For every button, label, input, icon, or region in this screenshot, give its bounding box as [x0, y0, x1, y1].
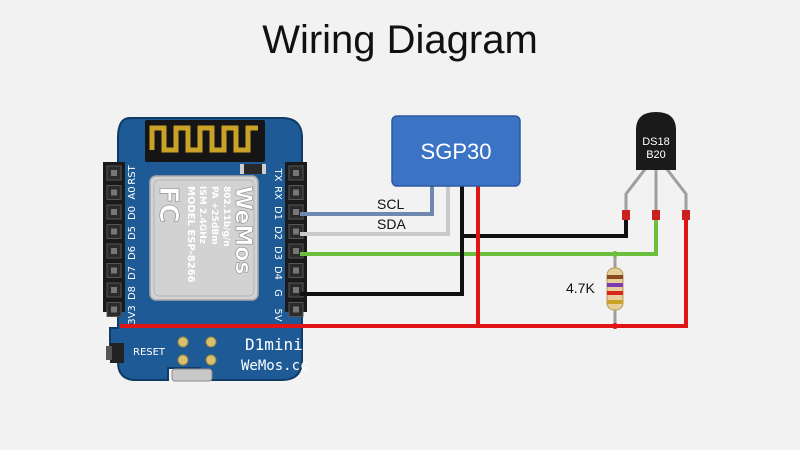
spec-line-1: ISM 2.4GHz [197, 186, 207, 244]
pin-label-d2: D2 [272, 226, 283, 240]
left-pin-labels: RST A0 D0 D5 D6 D7 D8 3V3 [127, 164, 138, 324]
board-name: D1mini [245, 335, 303, 354]
wire-power-rail [120, 218, 688, 328]
sgp30-body [391, 115, 521, 187]
spec-line-2: PA +25dBm [209, 186, 219, 245]
resistor-band-4 [607, 300, 623, 304]
ds-leg-tip [622, 210, 630, 220]
page-title: Wiring Diagram [262, 18, 538, 62]
ds-label-line-2: B20 [646, 149, 666, 161]
antenna-trace [149, 125, 258, 153]
ds-leg-tip [682, 210, 690, 220]
wire-scl [300, 186, 434, 216]
left-header-pin-hole [111, 209, 117, 215]
smd-component [244, 164, 262, 174]
spec-line-3: 802.11b/g/n [221, 186, 231, 247]
left-header [103, 162, 125, 317]
resistor [606, 267, 624, 311]
shield-inner-border [153, 179, 255, 297]
left-header-pin-hole [111, 170, 117, 176]
pin-label-d5: D5 [127, 226, 138, 240]
pin-label-d8: D8 [127, 286, 138, 300]
resistor-band-3 [607, 291, 623, 295]
reset-button [106, 343, 124, 363]
pin-label-tx: TX [272, 168, 283, 182]
wire-sda [300, 186, 450, 236]
pin-label-g: G [272, 289, 283, 297]
ds-leg-right [664, 167, 688, 212]
right-header-pin-hole [293, 267, 299, 274]
junction-power [612, 323, 618, 329]
model-line: MODEL ESP-8266 [185, 186, 196, 283]
pin-label-5v: 5V [272, 308, 283, 321]
ds-leg-left [624, 167, 648, 212]
sgp30-label: SGP30 [421, 139, 492, 164]
ds18b20-sensor: DS18 B20 [622, 112, 690, 220]
module-markings: FC MODEL ESP-8266 ISM 2.4GHz PA +25dBm 8… [153, 186, 256, 283]
wemos-logo: WeMos [230, 186, 255, 275]
right-header-pin-hole [293, 209, 299, 215]
d1-mini-board: FC MODEL ESP-8266 ISM 2.4GHz PA +25dBm 8… [103, 117, 308, 382]
ds-body [636, 112, 676, 170]
board-brand: WeMos.cc [241, 358, 308, 374]
pin-label-d6: D6 [127, 246, 138, 260]
reset-button-body [110, 343, 124, 363]
pin-label-d4: D4 [272, 266, 283, 280]
left-header-pin-hole [111, 287, 117, 293]
pin-label-d3: D3 [272, 246, 283, 260]
right-header-pin-hole [293, 248, 299, 254]
pin-label-rx: RX [272, 186, 283, 200]
pin-label-rst: RST [127, 164, 138, 184]
wire-ground-sgp [300, 186, 464, 296]
wires [120, 186, 688, 329]
resistor-band-1 [607, 275, 623, 279]
smd-pad [262, 164, 266, 174]
junction-data [612, 251, 618, 257]
pin-label-a0: A0 [127, 186, 138, 199]
left-header-pin-hole [111, 228, 117, 235]
usb-connector [171, 368, 213, 382]
wire-ground-ds [462, 218, 628, 238]
sgp30-sensor: SGP30 [391, 115, 521, 187]
left-header-pin-hole [111, 189, 117, 196]
right-header-pin-hole [293, 306, 299, 313]
smd-pad [240, 164, 244, 174]
right-header-pin-hole [293, 189, 299, 196]
left-header-pin-hole [111, 267, 117, 274]
reset-button-cap [106, 346, 112, 360]
pin-label-d7: D7 [127, 266, 138, 280]
resistor-label: 4.7K [566, 280, 595, 296]
mounting-pad [205, 354, 217, 366]
scl-label: SCL [377, 196, 404, 212]
reset-label: RESET [133, 347, 166, 358]
ds-label-line-1: DS18 [642, 136, 670, 148]
mounting-pad [177, 336, 189, 348]
sda-label: SDA [377, 216, 406, 232]
pin-label-d1: D1 [272, 206, 283, 220]
fc-mark: FC [153, 186, 183, 223]
right-header-pin-hole [293, 170, 299, 176]
right-header-pin-hole [293, 228, 299, 235]
ds-leg-tip [652, 210, 660, 220]
pin-label-3v3: 3V3 [127, 305, 138, 325]
right-header-pin-hole [293, 287, 299, 293]
resistor-band-2 [607, 283, 623, 287]
right-header [285, 162, 307, 317]
mounting-pad [205, 336, 217, 348]
right-pin-labels: TX RX D1 D2 D3 D4 G 5V [272, 168, 283, 322]
left-header-pin-hole [111, 306, 117, 313]
mounting-pad [177, 354, 189, 366]
left-header-pin-hole [111, 248, 117, 254]
pin-label-d0: D0 [127, 206, 138, 220]
esp-module-shield [149, 175, 259, 301]
wire-data [300, 218, 658, 256]
